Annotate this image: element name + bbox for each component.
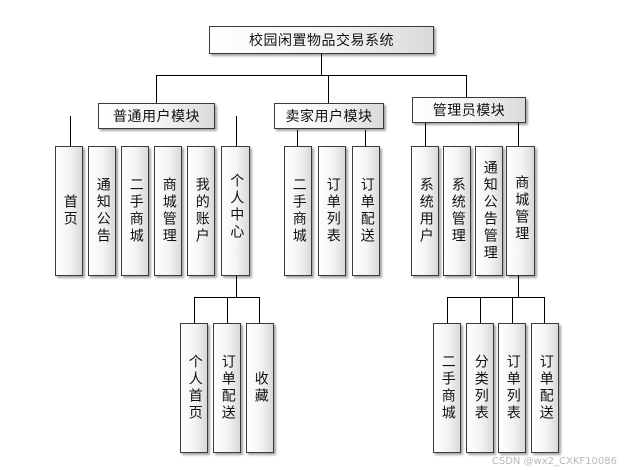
connector bbox=[365, 130, 366, 146]
node-order-delivery: 订单配送 bbox=[213, 323, 241, 453]
connector bbox=[236, 276, 237, 298]
node-mall-management: 商城管理 bbox=[154, 146, 182, 276]
module-seller-user: 卖家用户模块 bbox=[274, 103, 384, 129]
node-seller-order-delivery: 订单配送 bbox=[352, 146, 380, 276]
connector bbox=[259, 297, 260, 323]
node-notice-management: 通知公告管理 bbox=[475, 146, 503, 276]
node-seller-secondhand-mall: 二手商城 bbox=[284, 146, 312, 276]
node-system-user: 系统用户 bbox=[411, 146, 439, 276]
connector bbox=[328, 75, 329, 103]
connector bbox=[425, 120, 426, 146]
module-admin: 管理员模块 bbox=[412, 97, 526, 123]
node-label: 系统管理 bbox=[449, 177, 466, 245]
module-label: 普通用户模块 bbox=[113, 109, 200, 125]
node-label: 首页 bbox=[61, 194, 78, 228]
node-personal-home: 个人首页 bbox=[180, 323, 208, 453]
node-label: 系统用户 bbox=[417, 177, 434, 245]
watermark: CSDN @wx2_CXKF10086 bbox=[491, 456, 617, 467]
node-label: 商城管理 bbox=[513, 175, 530, 243]
node-category-list: 分类列表 bbox=[466, 323, 494, 453]
connector bbox=[512, 297, 513, 323]
connector bbox=[70, 116, 71, 146]
node-label: 个人首页 bbox=[186, 354, 203, 422]
node-admin-order-list: 订单列表 bbox=[498, 323, 526, 453]
connector bbox=[227, 297, 228, 323]
node-admin-secondhand-mall: 二手商城 bbox=[433, 323, 461, 453]
module-label: 管理员模块 bbox=[432, 103, 506, 119]
node-label: 二手商城 bbox=[127, 177, 144, 245]
connector bbox=[518, 276, 519, 298]
connector bbox=[480, 297, 481, 323]
node-label: 订单列表 bbox=[504, 354, 521, 422]
node-notice: 通知公告 bbox=[88, 146, 116, 276]
node-label: 二手商城 bbox=[439, 354, 456, 422]
node-label: 二手商城 bbox=[290, 177, 307, 245]
node-label: 通知公告 bbox=[94, 177, 111, 245]
connector bbox=[194, 297, 195, 323]
node-label: 订单配送 bbox=[358, 177, 375, 245]
root-label: 校园闲置物品交易系统 bbox=[249, 33, 394, 49]
connector bbox=[447, 297, 545, 298]
connector bbox=[321, 54, 322, 76]
node-label: 收藏 bbox=[252, 371, 269, 405]
module-label: 卖家用户模块 bbox=[285, 109, 373, 125]
node-label: 订单配送 bbox=[537, 354, 554, 422]
node-label: 分类列表 bbox=[472, 354, 489, 422]
module-ordinary-user: 普通用户模块 bbox=[98, 103, 215, 129]
node-personal-center: 个人中心 bbox=[221, 146, 250, 276]
node-favorites: 收藏 bbox=[246, 323, 274, 453]
node-admin-order-delivery: 订单配送 bbox=[531, 323, 559, 453]
node-label: 我的账户 bbox=[193, 177, 210, 245]
node-label: 通知公告管理 bbox=[481, 160, 498, 262]
node-label: 订单列表 bbox=[324, 177, 341, 245]
node-admin-mall-management: 商城管理 bbox=[506, 146, 535, 276]
node-label: 商城管理 bbox=[160, 177, 177, 245]
node-system-management: 系统管理 bbox=[443, 146, 471, 276]
connector bbox=[466, 75, 467, 99]
node-secondhand-mall: 二手商城 bbox=[121, 146, 149, 276]
root-node: 校园闲置物品交易系统 bbox=[209, 26, 434, 54]
connector bbox=[236, 116, 237, 146]
node-label: 订单配送 bbox=[219, 354, 236, 422]
node-my-account: 我的账户 bbox=[187, 146, 215, 276]
connector bbox=[156, 75, 157, 103]
node-seller-order-list: 订单列表 bbox=[318, 146, 346, 276]
connector bbox=[447, 297, 448, 323]
connector bbox=[156, 75, 467, 76]
connector bbox=[297, 130, 298, 146]
connector bbox=[518, 120, 519, 146]
node-homepage: 首页 bbox=[55, 146, 83, 276]
node-label: 个人中心 bbox=[228, 173, 245, 241]
connector bbox=[544, 297, 545, 323]
